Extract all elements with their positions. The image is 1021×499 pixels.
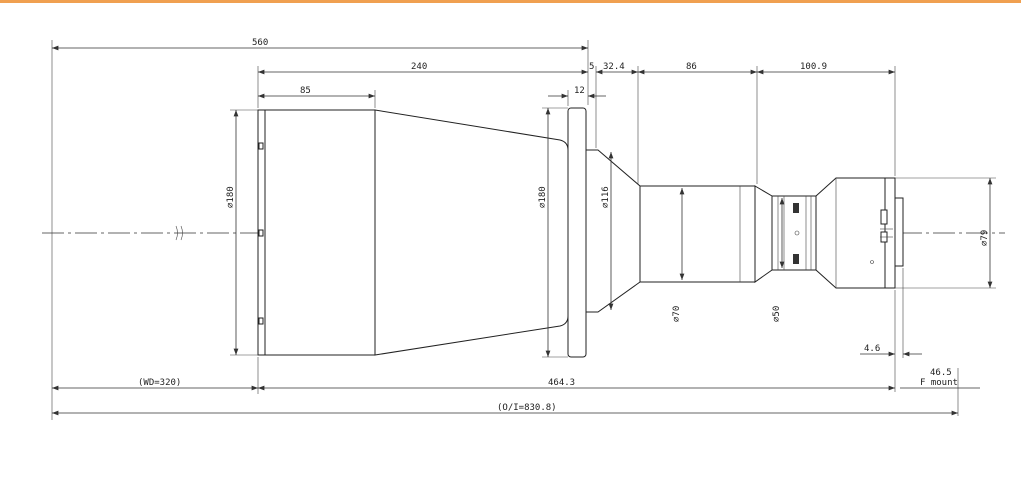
- dim-lens-length: 464.3: [548, 378, 575, 388]
- dim-cone-diameter: ⌀116: [601, 186, 611, 208]
- dim-flange-back: 46.5: [930, 368, 952, 378]
- dim-mid-barrel: 86: [686, 62, 697, 72]
- dim-rear-section: 100.9: [800, 62, 827, 72]
- top-accent-bar: [0, 0, 1021, 3]
- dim-working-distance: (WD=320): [138, 378, 181, 388]
- dim-front-section: 85: [300, 86, 311, 96]
- dim-overall-length: 560: [252, 38, 268, 48]
- dim-front-diameter: ⌀180: [226, 186, 236, 208]
- dim-front-barrel: 240: [411, 62, 427, 72]
- dim-object-image: (O/I=830.8): [497, 403, 557, 413]
- dim-barrel-diameter: ⌀70: [672, 306, 682, 322]
- dim-cone-length: 32.4: [603, 62, 625, 72]
- dim-flange-diameter: ⌀180: [538, 186, 548, 208]
- lens-body: [257, 107, 904, 358]
- dim-back-focus: 4.6: [864, 344, 880, 354]
- dim-flange-gap: 5: [589, 62, 594, 72]
- dim-flange-thickness: 12: [574, 86, 585, 96]
- axis-break-symbol: [175, 225, 183, 241]
- dim-mount-diameter: ⌀79: [980, 230, 990, 246]
- mount-type-label: F mount: [920, 378, 958, 388]
- dim-neck-diameter: ⌀50: [772, 306, 782, 322]
